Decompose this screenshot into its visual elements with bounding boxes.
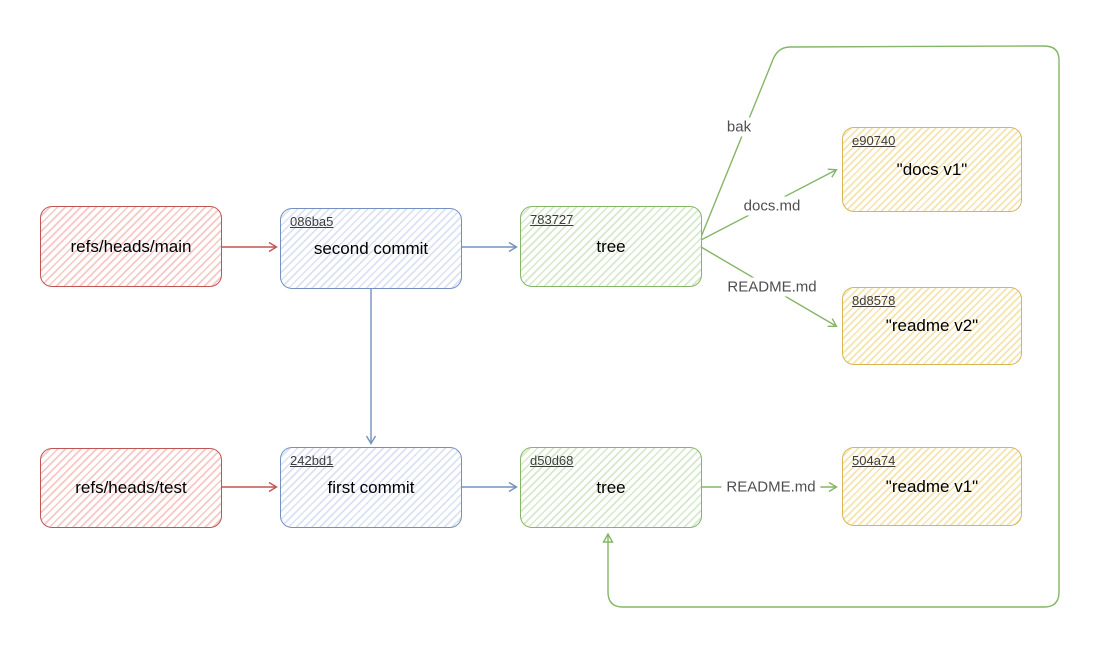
node-blob-docs-v1: e90740 "docs v1": [842, 127, 1022, 212]
node-tree-first: d50d68 tree: [520, 447, 702, 528]
node-tree-first-label: tree: [596, 477, 626, 497]
node-ref-test-label: refs/heads/test: [75, 478, 187, 497]
node-blob-readme-v2-hash: 8d8578: [852, 293, 896, 308]
node-commit-first-label: first commit: [327, 477, 415, 497]
node-tree-second-hash: 783727: [530, 212, 574, 227]
node-blob-readme-v2: 8d8578 "readme v2": [842, 287, 1022, 365]
edge-label-bak: bak: [721, 117, 757, 137]
node-commit-first: 242bd1 first commit: [280, 447, 462, 528]
node-blob-docs-v1-label: "docs v1": [896, 159, 968, 179]
node-blob-readme-v1-hash: 504a74: [852, 453, 896, 468]
node-commit-second-label: second commit: [313, 238, 429, 258]
node-ref-main-label: refs/heads/main: [70, 236, 192, 256]
node-blob-readme-v1: 504a74 "readme v1": [842, 447, 1022, 526]
edge-label-readme-md-bottom: README.md: [721, 477, 821, 497]
node-commit-second: 086ba5 second commit: [280, 208, 462, 289]
node-tree-second-label: tree: [596, 236, 626, 256]
edge-label-readme-md-top: README.md: [722, 277, 822, 297]
node-blob-readme-v1-label: "readme v1": [885, 476, 979, 496]
edge-label-docs-md: docs.md: [738, 196, 806, 216]
edge-tree-bak-to-tree-d50d68: [602, 45, 1060, 608]
node-commit-second-hash: 086ba5: [290, 214, 334, 229]
node-blob-readme-v2-label: "readme v2": [885, 316, 979, 335]
node-blob-docs-v1-hash: e90740: [852, 133, 896, 148]
node-tree-second: 783727 tree: [520, 206, 702, 287]
node-ref-test: refs/heads/test: [40, 448, 222, 528]
node-tree-first-hash: d50d68: [530, 453, 574, 468]
node-ref-main: refs/heads/main: [40, 206, 222, 287]
node-commit-first-hash: 242bd1: [290, 453, 334, 468]
